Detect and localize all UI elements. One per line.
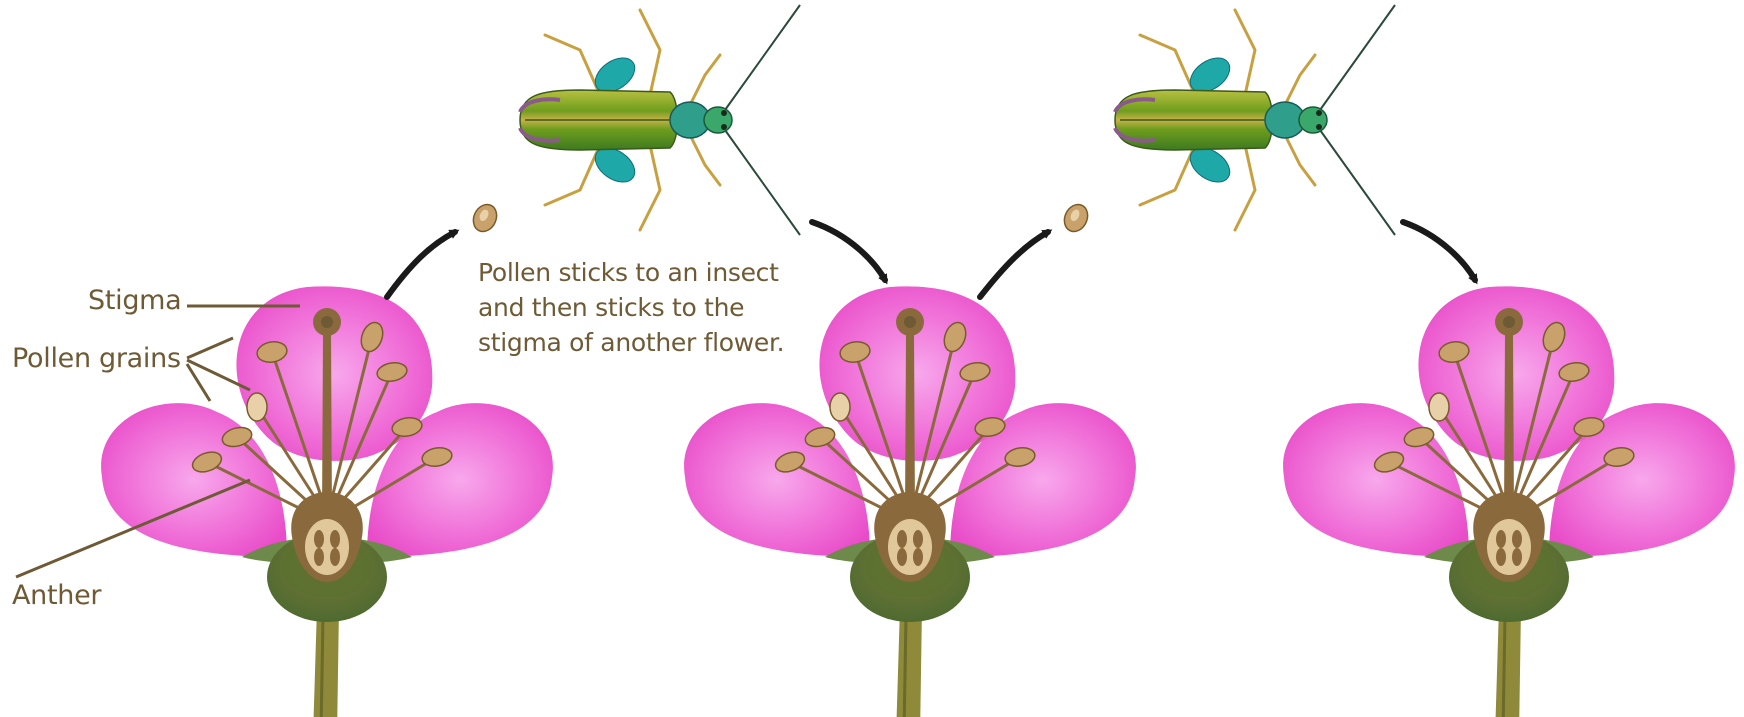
stigma-label: Stigma <box>88 287 181 314</box>
caption-text: Pollen sticks to an insect and then stic… <box>478 255 784 360</box>
pollen-grains-label: Pollen grains <box>12 345 181 372</box>
beetle-icon <box>520 5 800 235</box>
caption-line-2: and then sticks to the <box>478 290 784 325</box>
caption-line-3: stigma of another flower. <box>478 325 784 360</box>
pollen-grain-icon <box>469 201 501 236</box>
anther-label: Anther <box>12 582 101 609</box>
flower-icon <box>1283 286 1735 717</box>
beetle-icon <box>1115 5 1395 235</box>
pollen-grain-icon <box>1060 201 1092 236</box>
caption-line-1: Pollen sticks to an insect <box>478 255 784 290</box>
